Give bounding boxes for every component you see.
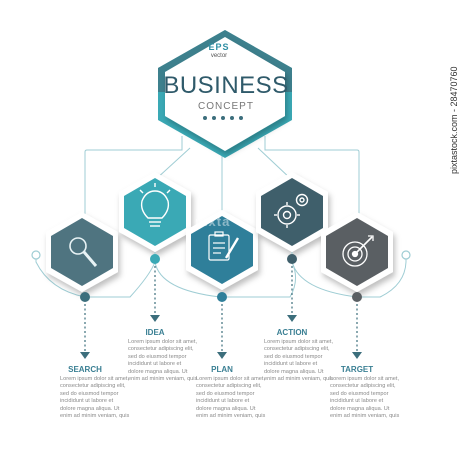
diagram-title: BUSINESS — [163, 72, 289, 99]
down-arrows — [84, 266, 358, 352]
concept-dots — [203, 116, 243, 120]
arrow-heads — [80, 315, 362, 359]
step-label-action: ACTION — [276, 328, 308, 337]
step-text-action: Lorem ipsum dolor sit amet, consectetur … — [264, 339, 334, 383]
vector-label: vector — [210, 53, 228, 59]
hexagon-plan — [186, 210, 258, 290]
step-label-idea: IDEA — [145, 328, 165, 337]
step-text-plan: Lorem ipsum dolor sit amet, consectetur … — [196, 376, 266, 420]
hexagon-target — [321, 212, 393, 292]
clipboard-pencil-icon — [208, 231, 240, 261]
connector-dots — [31, 250, 411, 302]
step-text-target: Lorem ipsum dolor sit amet, consectetur … — [330, 376, 400, 420]
gears-icon — [274, 193, 309, 228]
eps-label: EPS — [208, 42, 230, 52]
step-label-target: TARGET — [340, 365, 374, 374]
hexagon-idea — [119, 172, 191, 258]
step-text-search: Lorem ipsum dolor sit amet, consectetur … — [60, 376, 130, 420]
lightbulb-icon — [139, 183, 171, 227]
hexagon-action — [256, 172, 328, 258]
diagram-subtitle: CONCEPT — [198, 101, 254, 112]
step-text-idea: Lorem ipsum dolor sit amet, consectetur … — [128, 339, 198, 383]
hexagon-search — [46, 212, 118, 292]
main-hexagon — [158, 30, 292, 158]
side-stock-id: pixtastock.com - 28470760 — [449, 66, 459, 174]
magnifier-icon — [69, 237, 98, 267]
watermark: pixta — [195, 214, 231, 229]
target-arrow-icon — [342, 235, 374, 267]
step-label-search: SEARCH — [68, 365, 102, 374]
step-label-plan: PLAN — [211, 365, 233, 374]
